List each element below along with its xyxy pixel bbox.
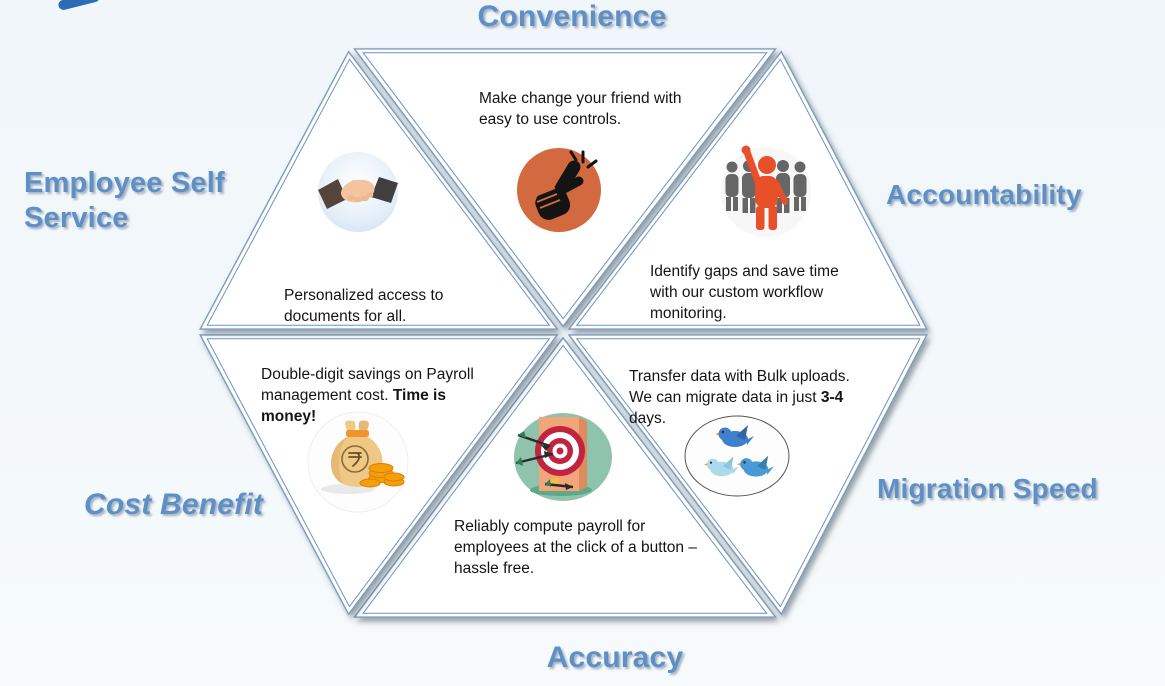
desc-bold-text: 3-4 [820, 389, 844, 406]
segment-title-accountability: Accountability [886, 179, 1082, 210]
desc-text: days. [629, 410, 667, 427]
segment-desc-migration-speed: Transfer data with Bulk uploads. We can … [629, 366, 863, 429]
segment-desc-accuracy: Reliably compute payroll for employees a… [454, 518, 697, 577]
segment-desc-cost-benefit: Double-digit savings on Payroll manageme… [261, 364, 487, 427]
segment-title-employee-self-service: Employee Self Service [24, 167, 225, 235]
desc-text: Double-digit savings on Payroll manageme… [261, 366, 474, 404]
segment-title-cost-benefit: Cost Benefit [84, 488, 264, 521]
money-bag-icon [307, 411, 409, 513]
handshake-icon [318, 152, 398, 232]
dart-target-icon [514, 413, 612, 501]
segment-title-convenience: Convenience [477, 0, 667, 33]
snap-fingers-icon [517, 148, 601, 232]
desc-bold-text: Time is money! [261, 387, 446, 425]
migrating-birds-icon [684, 415, 790, 497]
segment-title-accuracy: Accuracy [546, 641, 684, 674]
segment-title-migration-speed: Migration Speed [877, 473, 1098, 504]
segment-desc-accountability: Identify gaps and save time with our cus… [650, 263, 839, 322]
desc-text: Transfer data with Bulk uploads. We can … [629, 368, 850, 406]
segment-desc-employee-self-service: Personalized access to documents for all… [284, 287, 444, 325]
wedge-inner-outlines [206, 52, 921, 614]
segment-desc-convenience: Make change your friend with easy to use… [479, 90, 682, 128]
team-leader-icon [721, 145, 811, 237]
